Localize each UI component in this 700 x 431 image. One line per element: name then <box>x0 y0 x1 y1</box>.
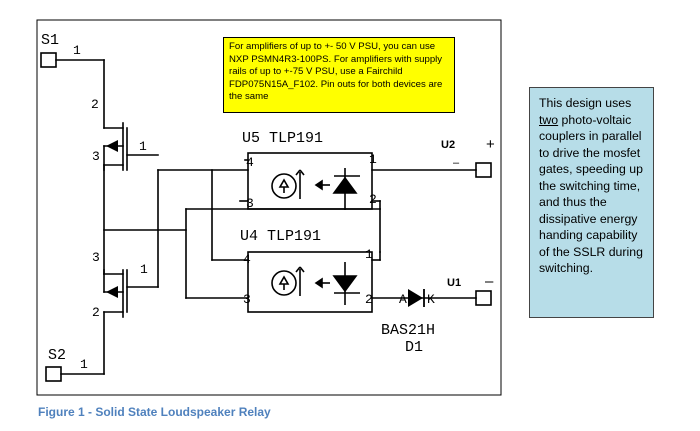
u4-pv-cell <box>271 270 297 296</box>
q2-drain-pin: 2 <box>92 305 100 320</box>
u5-pv-cell <box>271 173 297 199</box>
u5-pin2: 2 <box>369 192 377 207</box>
u1-terminal <box>475 290 492 306</box>
d1-cathode-label: K <box>427 292 435 307</box>
u4-pin4: 4 <box>243 252 251 267</box>
plus-sign: + <box>486 136 495 153</box>
q2-source-pin: 3 <box>92 250 100 265</box>
s2-pin-label: 1 <box>80 357 88 372</box>
u5-title: U5 TLP191 <box>242 130 323 147</box>
yellow-note: For amplifiers of up to +- 50 V PSU, you… <box>223 37 455 113</box>
u4-pin3: 3 <box>243 292 251 307</box>
q2-arrow <box>106 286 118 298</box>
u5-pin1: 1 <box>369 152 377 167</box>
q1-source-pin: 3 <box>92 149 100 164</box>
blue-note-pre: This design uses <box>539 96 632 110</box>
minus-sign-top: – <box>453 157 460 169</box>
u4-body <box>247 251 373 313</box>
s2-terminal <box>45 366 62 382</box>
u5-body <box>247 152 373 210</box>
u4-pin1: 1 <box>365 247 373 262</box>
d1-ref-label: D1 <box>405 339 423 356</box>
blue-note: This design uses two photo-voltaic coupl… <box>529 87 654 318</box>
s1-terminal <box>40 52 57 68</box>
blue-note-underlined: two <box>539 112 559 127</box>
blue-note-post: photo-voltaic couplers in parallel to dr… <box>539 112 643 276</box>
figure-caption: Figure 1 - Solid State Loudspeaker Relay <box>38 405 271 419</box>
q1-gate-pin: 1 <box>139 139 147 154</box>
u2-terminal <box>475 162 492 178</box>
u5-pin3: 3 <box>246 196 254 211</box>
d1-anode-label: A <box>399 292 407 307</box>
u4-pin2: 2 <box>365 292 373 307</box>
u4-title: U4 TLP191 <box>240 228 321 245</box>
q2-gate-pin: 1 <box>140 262 148 277</box>
d1-part-label: BAS21H <box>381 322 435 339</box>
u4-led <box>332 275 358 293</box>
s1-pin-label: 1 <box>73 43 81 58</box>
q1-drain-pin: 2 <box>91 97 99 112</box>
u1-label: U1 <box>447 277 461 289</box>
s1-label: S1 <box>41 32 59 49</box>
u2-label: U2 <box>441 139 455 151</box>
u5-led <box>332 176 358 194</box>
q1-arrow <box>106 140 118 152</box>
s2-label: S2 <box>48 347 66 364</box>
d1-diode <box>408 289 423 307</box>
schematic-frame <box>36 19 502 396</box>
minus-sign-right: – <box>485 273 494 290</box>
u5-pin4: 4 <box>246 155 254 170</box>
